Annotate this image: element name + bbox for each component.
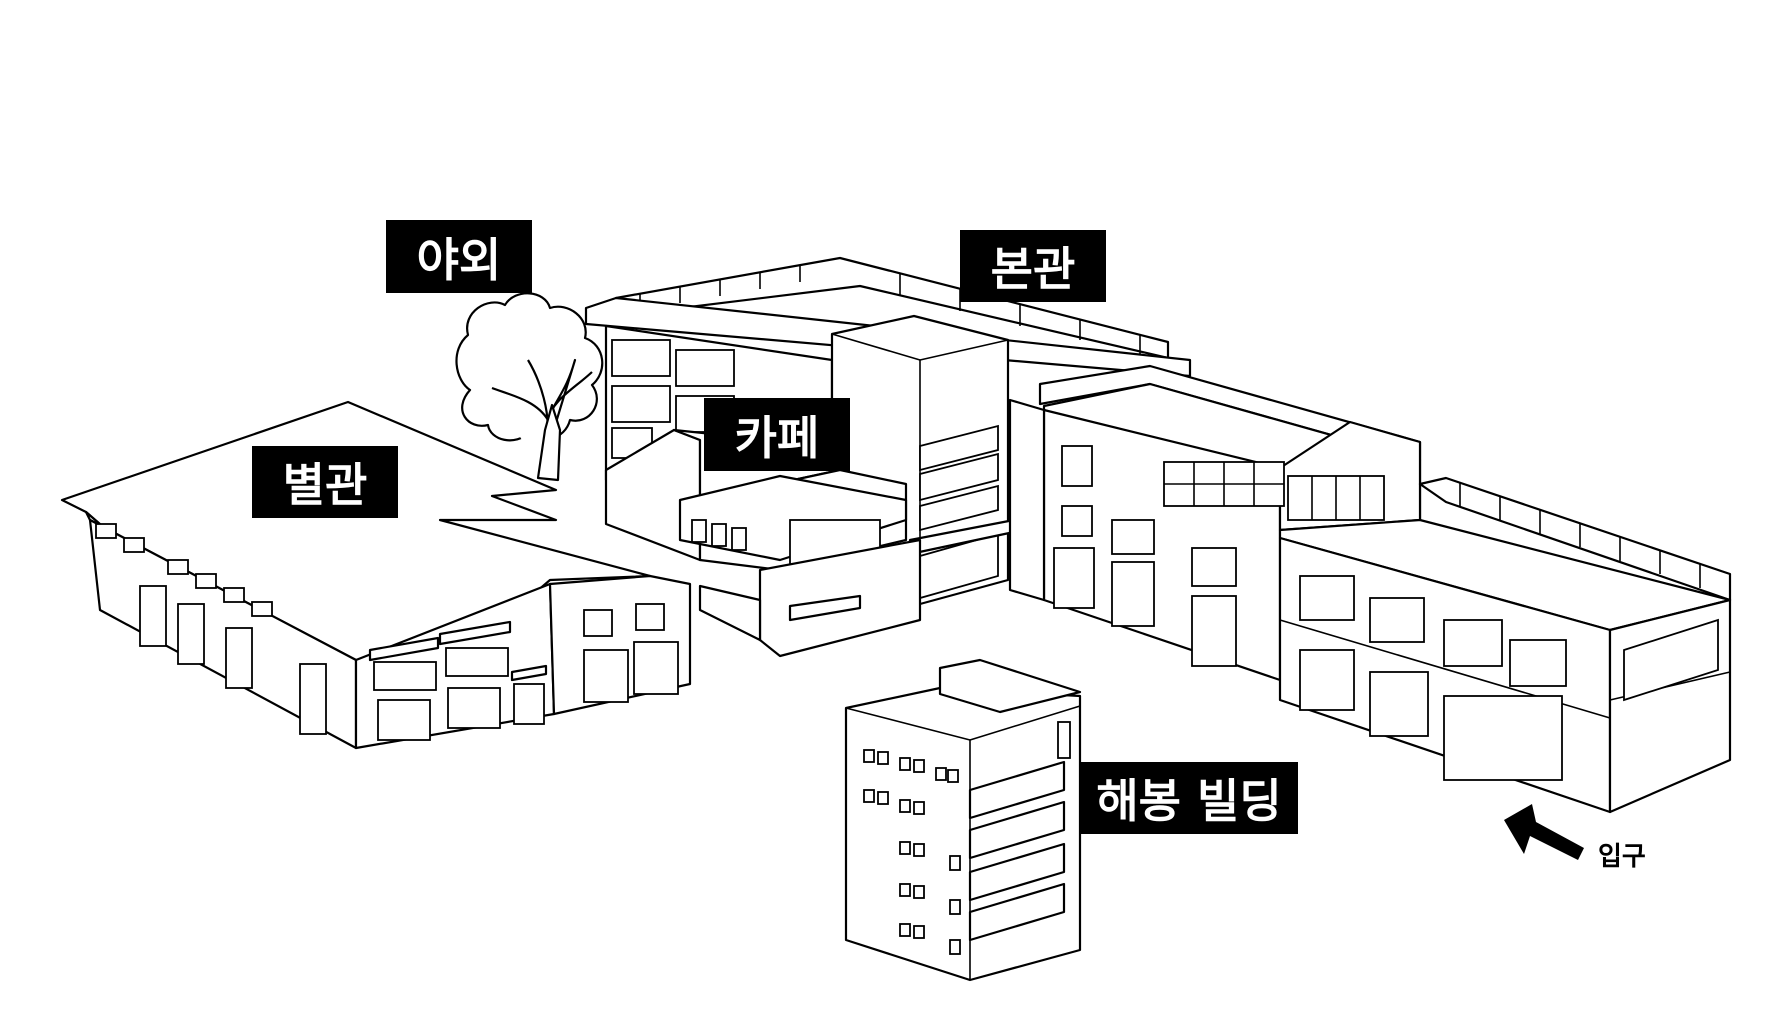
annex-building bbox=[60, 400, 692, 750]
label-outdoor[interactable]: 야외 bbox=[386, 220, 532, 293]
arrow-up-left-icon bbox=[1504, 804, 1584, 860]
cafe-building bbox=[604, 428, 922, 658]
main-building bbox=[584, 256, 1732, 814]
tree-icon bbox=[455, 292, 604, 482]
label-main-building[interactable]: 본관 bbox=[960, 230, 1106, 302]
haebong-building bbox=[844, 658, 1082, 982]
entrance-label: 입구 bbox=[1598, 842, 1646, 872]
label-cafe[interactable]: 카페 bbox=[704, 398, 850, 471]
label-annex[interactable]: 별관 bbox=[252, 446, 398, 518]
label-haebong-building[interactable]: 해봉 빌딩 bbox=[1080, 762, 1298, 834]
